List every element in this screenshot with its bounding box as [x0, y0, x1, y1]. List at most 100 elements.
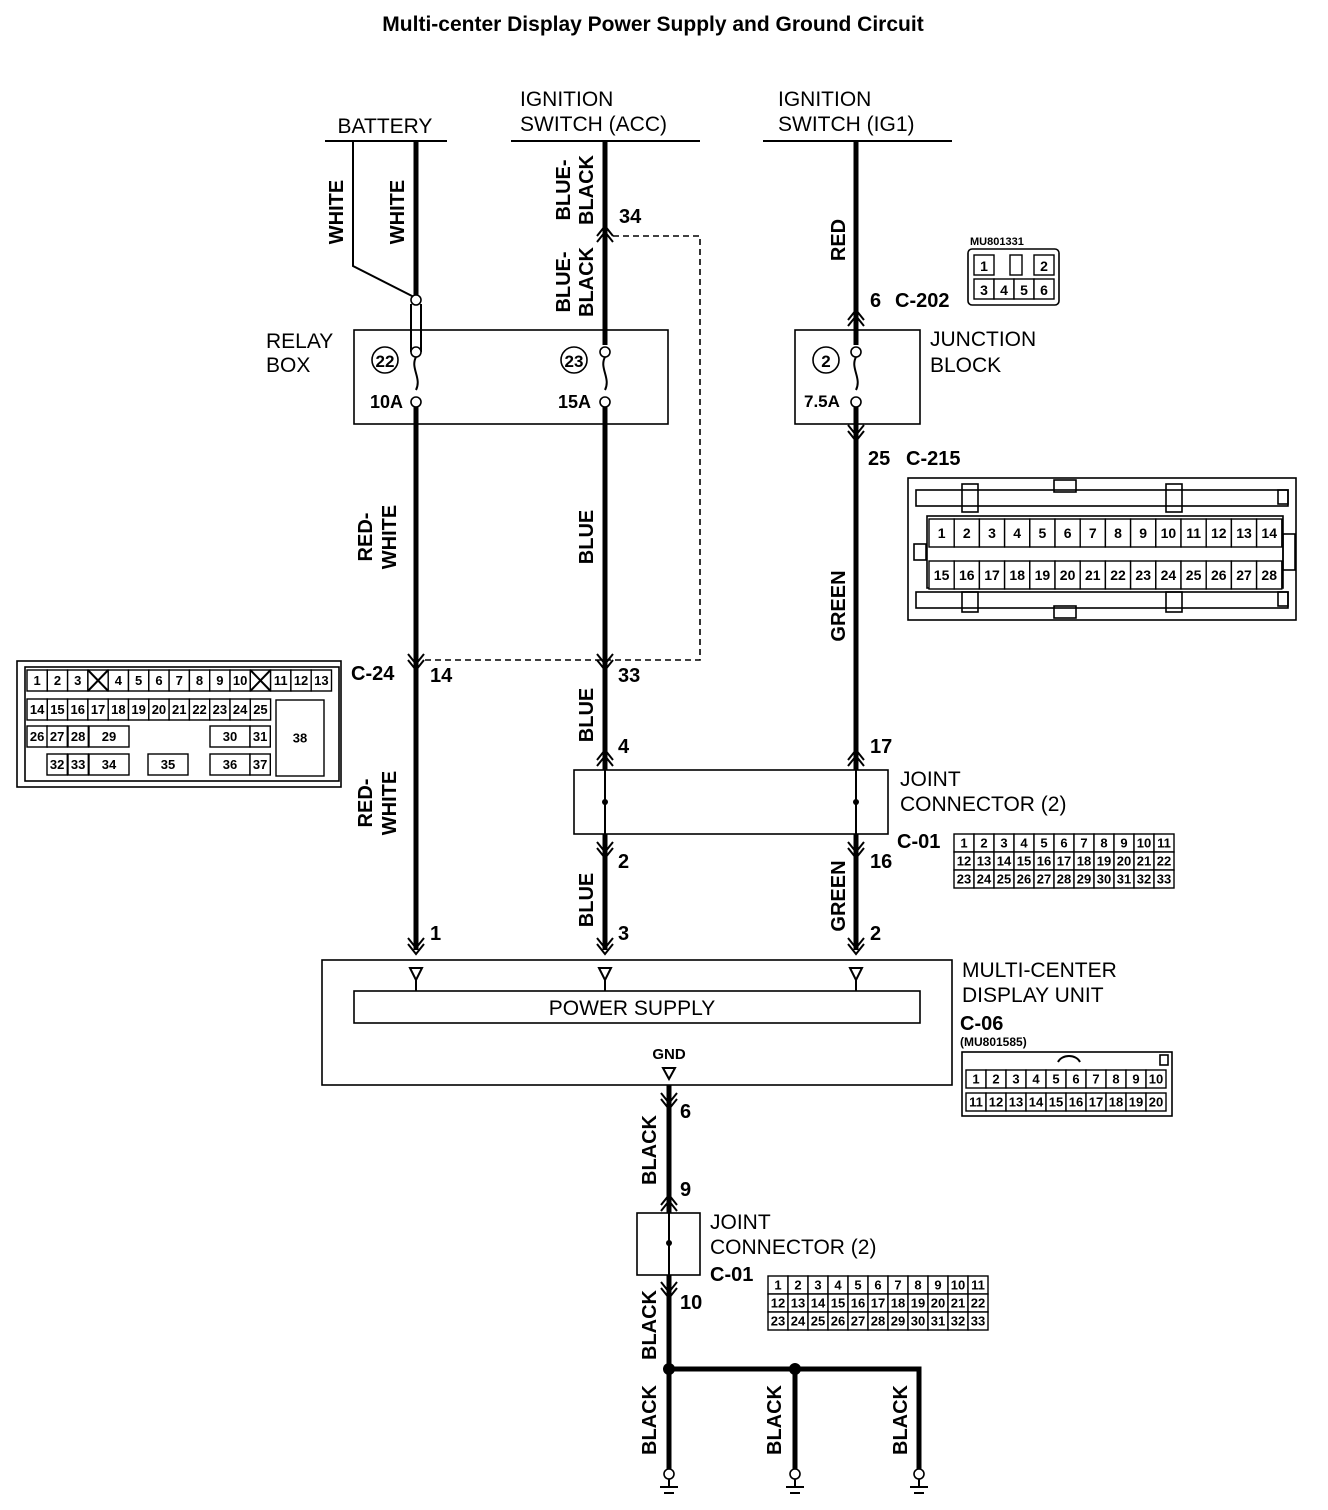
pin-number: 21	[1085, 567, 1101, 583]
pin-cell	[1255, 518, 1283, 548]
svg-text:1: 1	[980, 258, 988, 274]
pin-number: 33	[71, 757, 85, 772]
pin-number: 21	[951, 1296, 965, 1311]
input-triangle	[408, 967, 424, 983]
pin-number: 20	[931, 1296, 945, 1311]
pin-number: 20	[152, 702, 166, 717]
pin-number: 10	[1149, 1072, 1163, 1087]
ign-acc-label-1: IGNITION	[520, 88, 613, 111]
pin-cell	[1145, 1092, 1167, 1112]
wire-label-blue-a: BLUE	[576, 510, 598, 564]
pin-number: 15	[1049, 1095, 1063, 1110]
relay-box	[353, 329, 669, 425]
unit-label-2: DISPLAY UNIT	[962, 984, 1104, 1007]
pin-number: 13	[1009, 1095, 1023, 1110]
ign-ig1-label-2: SWITCH (IG1)	[778, 113, 915, 136]
wire-label-red: RED	[828, 219, 850, 261]
connector-chevron	[847, 937, 865, 956]
fuse-2-number: 2	[821, 352, 830, 371]
pin-number: 10	[951, 1278, 965, 1293]
pin-number: 4	[1020, 836, 1028, 851]
wire-label-blue-black-1a: BLUE-	[553, 159, 575, 220]
pin-number: 23	[213, 702, 227, 717]
pin-cell	[147, 753, 189, 776]
pin-cell	[275, 699, 325, 777]
jc-pin-16: 16	[870, 851, 892, 873]
svg-text:4: 4	[1000, 282, 1008, 298]
pin-number: 21	[172, 702, 186, 717]
connector-chevron	[596, 748, 614, 767]
pin-number: 11	[274, 673, 288, 688]
connector-chevron	[407, 937, 425, 956]
pin-number: 24	[233, 702, 248, 717]
wire-label-white-b: WHITE	[387, 180, 409, 244]
pin-number: 31	[253, 729, 267, 744]
c202-part: MU801331	[970, 236, 1024, 248]
fuse-23-symbol	[599, 346, 611, 408]
pin-number: 3	[74, 673, 81, 688]
pin-number: 9	[216, 673, 223, 688]
pin-number: 23	[771, 1314, 785, 1329]
fuse-22-number: 22	[376, 352, 395, 371]
wire-label-blue-b: BLUE	[576, 688, 598, 742]
pin-cell	[1029, 560, 1056, 590]
pin-number: 1	[960, 836, 967, 851]
pin-number: 25	[997, 872, 1011, 887]
pin-number: 33	[1157, 872, 1171, 887]
wire-label-red-white-1b: RED-	[355, 779, 377, 828]
pin-number: 16	[959, 567, 975, 583]
pin-number: 16	[1037, 854, 1051, 869]
pin-number: 11	[1157, 836, 1171, 851]
power-supply-block	[353, 990, 921, 1024]
jc-node	[666, 1240, 672, 1246]
connector-chevron	[660, 1092, 678, 1111]
pin-number: 12	[1211, 525, 1227, 541]
pin-number: 23	[1135, 567, 1151, 583]
pin-number: 28	[1057, 872, 1071, 887]
fuse-22-badge	[371, 346, 399, 374]
pin-number: 15	[831, 1296, 845, 1311]
wire-label-black-d: BLACK	[764, 1384, 786, 1455]
pin-cell	[1129, 518, 1157, 548]
pin-cell	[1230, 560, 1258, 590]
pin-number: 1	[34, 673, 41, 688]
pin-cell	[1079, 518, 1107, 548]
pin-number: 4	[1032, 1072, 1040, 1087]
c215-pin: 25	[868, 448, 890, 470]
wire-label-blue-black-1b: BLUE-	[553, 251, 575, 312]
fuse-2-symbol	[850, 346, 862, 408]
pin-number: 4	[1013, 525, 1021, 541]
pin-number: 14	[30, 702, 45, 717]
diagram-title: Multi-center Display Power Supply and Gr…	[382, 13, 923, 36]
pin-number: 3	[814, 1278, 821, 1293]
splice-node	[410, 294, 422, 306]
pin-number: 22	[192, 702, 206, 717]
pin-number: 12	[989, 1095, 1003, 1110]
pin-cell	[953, 560, 981, 590]
wire-label-blue-black-2a: BLACK	[576, 154, 598, 225]
pin-number: 4	[115, 673, 123, 688]
connector-chevron	[847, 748, 865, 767]
ign-ig1-label-1: IGNITION	[778, 88, 871, 111]
fuse-22-symbol	[410, 346, 422, 408]
pin-number: 15	[50, 702, 64, 717]
pin-number: 24	[791, 1314, 806, 1329]
jc-node	[853, 799, 859, 805]
fuse-22-amp: 10A	[370, 392, 403, 412]
connector-chevron	[847, 308, 865, 327]
pin-number: 2	[54, 673, 61, 688]
pin-number: 14	[811, 1296, 826, 1311]
pin-number: 10	[233, 673, 247, 688]
ground-bus	[669, 1366, 922, 1470]
jc-label-1: JOINT	[900, 768, 961, 791]
pin-cell	[249, 698, 272, 721]
pin-number: 20	[1117, 854, 1131, 869]
pin-number: 12	[771, 1296, 785, 1311]
wire-label-black-b: BLACK	[639, 1289, 661, 1360]
ground-icon	[786, 1468, 804, 1494]
pin-number: 30	[911, 1314, 925, 1329]
